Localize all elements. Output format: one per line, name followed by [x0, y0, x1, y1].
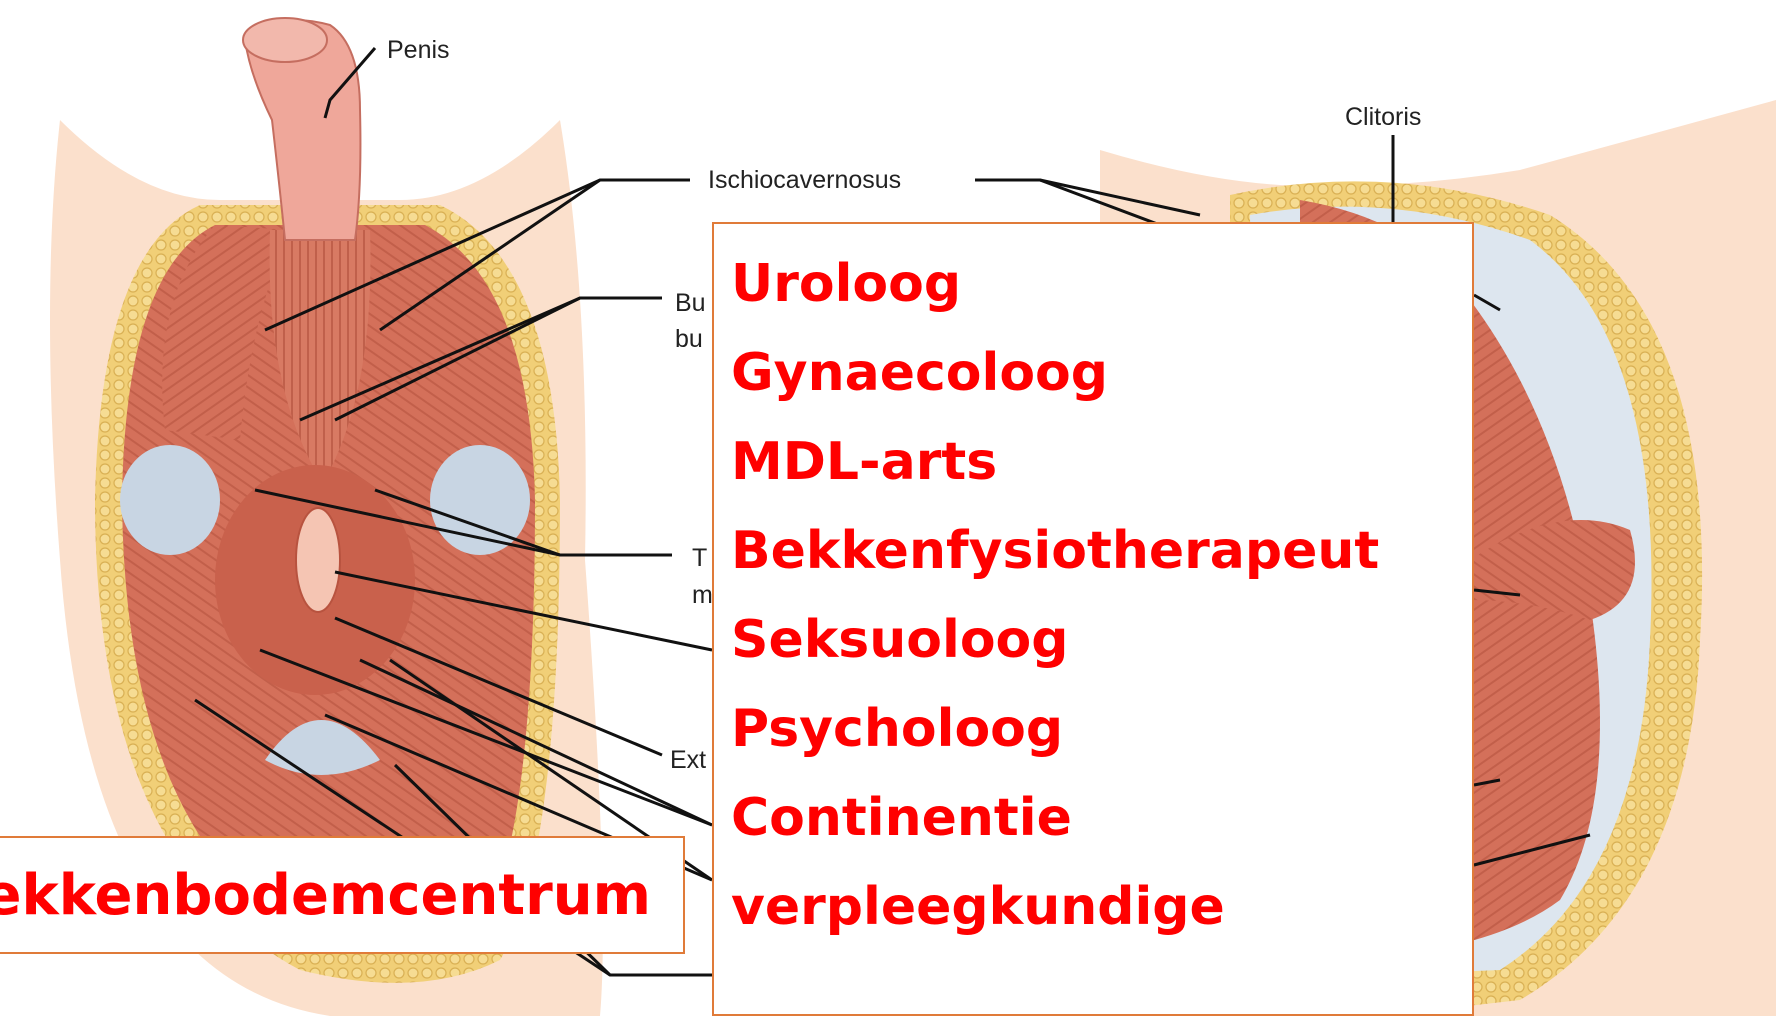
label-ischiocavernosus: Ischiocavernosus	[708, 166, 901, 194]
center-title: Bekkenbodemcentrum	[0, 838, 651, 954]
specialist-item: verpleegkundige	[731, 863, 1472, 952]
label-bulbospongiosus-partial-2: bu	[675, 325, 703, 353]
label-penis: Penis	[387, 36, 450, 64]
specialists-box: Uroloog Gynaecoloog MDL-arts Bekkenfysio…	[712, 222, 1474, 1016]
penis-glans	[243, 18, 327, 62]
specialist-item: MDL-arts	[731, 418, 1472, 507]
label-bulbospongiosus-partial-1: Bu	[675, 289, 706, 317]
label-transverse-partial-2: m	[692, 581, 713, 609]
specialist-item: Bekkenfysiotherapeut	[731, 507, 1472, 596]
specialist-item: Gynaecoloog	[731, 329, 1472, 418]
label-external-partial: Ext	[670, 746, 706, 774]
specialist-item: Seksuoloog	[731, 596, 1472, 685]
specialist-item: Uroloog	[731, 240, 1472, 329]
center-title-box: Bekkenbodemcentrum	[0, 836, 685, 954]
male-fascia-left	[120, 445, 220, 555]
label-transverse-partial-1: T	[692, 544, 707, 572]
label-clitoris: Clitoris	[1345, 103, 1421, 131]
specialist-item: Psycholoog	[731, 685, 1472, 774]
male-anus	[296, 508, 340, 612]
specialist-item: Continentie	[731, 774, 1472, 863]
